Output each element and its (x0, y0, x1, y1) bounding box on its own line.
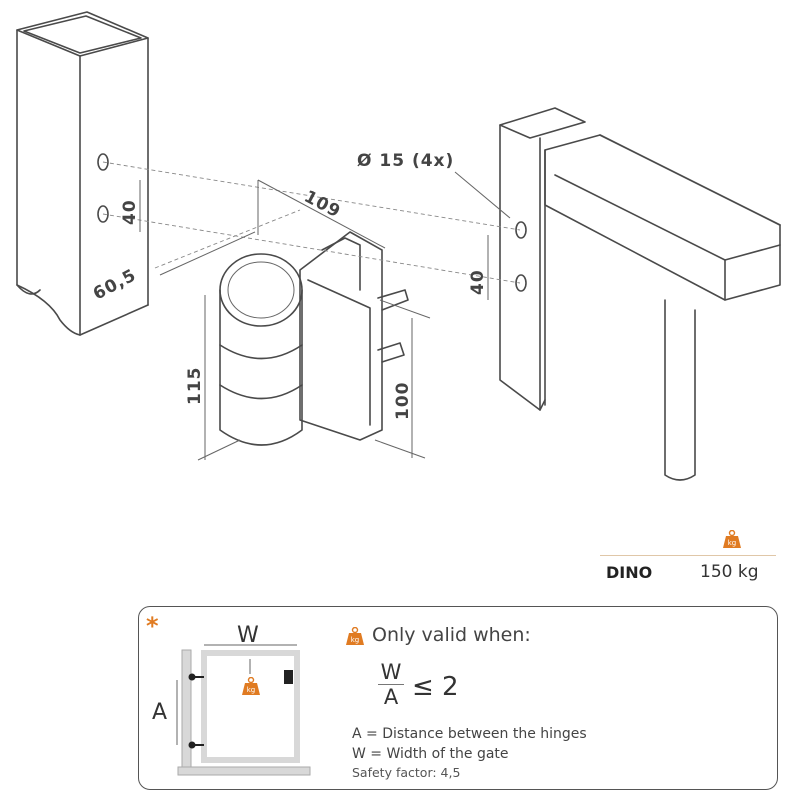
definition-a: A = Distance between the hinges (352, 726, 587, 742)
asterisk: * (146, 612, 159, 640)
dim-hinge-depth: 109 (301, 187, 344, 223)
formula-numerator: W (380, 660, 402, 684)
right-post (499, 107, 781, 481)
formula-operator: ≤ 2 (412, 672, 459, 702)
model-name: DINO (606, 563, 653, 582)
dimension-lines (102, 161, 521, 461)
hinge-body (219, 231, 409, 446)
max-load: 150 kg (700, 562, 759, 582)
kg-icon-label: kg (728, 539, 737, 547)
formula-fraction: W A (376, 660, 406, 709)
distance-label: A (152, 700, 168, 725)
gate-diagram (176, 644, 311, 776)
table-divider (600, 555, 776, 556)
condition-title: Only valid when: (372, 624, 531, 646)
validity-note-box (138, 606, 778, 790)
fraction-bar (378, 684, 404, 685)
dim-hole-spacing-left: 40 (120, 199, 140, 225)
definition-w: W = Width of the gate (352, 746, 509, 762)
kg-icon: kg (346, 627, 364, 645)
kg-icon-label: kg (351, 636, 360, 644)
left-post (16, 11, 149, 336)
kg-icon: kg (242, 677, 260, 695)
dim-cylinder-height: 115 (185, 367, 205, 406)
dim-post-width: 60,5 (90, 265, 140, 304)
dim-hole-diameter: Ø 15 (4x) (357, 151, 454, 171)
dim-hole-spacing-right: 40 (468, 269, 488, 295)
dim-plate-height: 100 (393, 382, 413, 421)
width-label: W (237, 623, 259, 648)
kg-icon-label: kg (247, 686, 256, 694)
kg-weight-icon: kg (723, 530, 741, 548)
formula-denominator: A (383, 685, 399, 709)
safety-factor: Safety factor: 4,5 (352, 765, 461, 780)
